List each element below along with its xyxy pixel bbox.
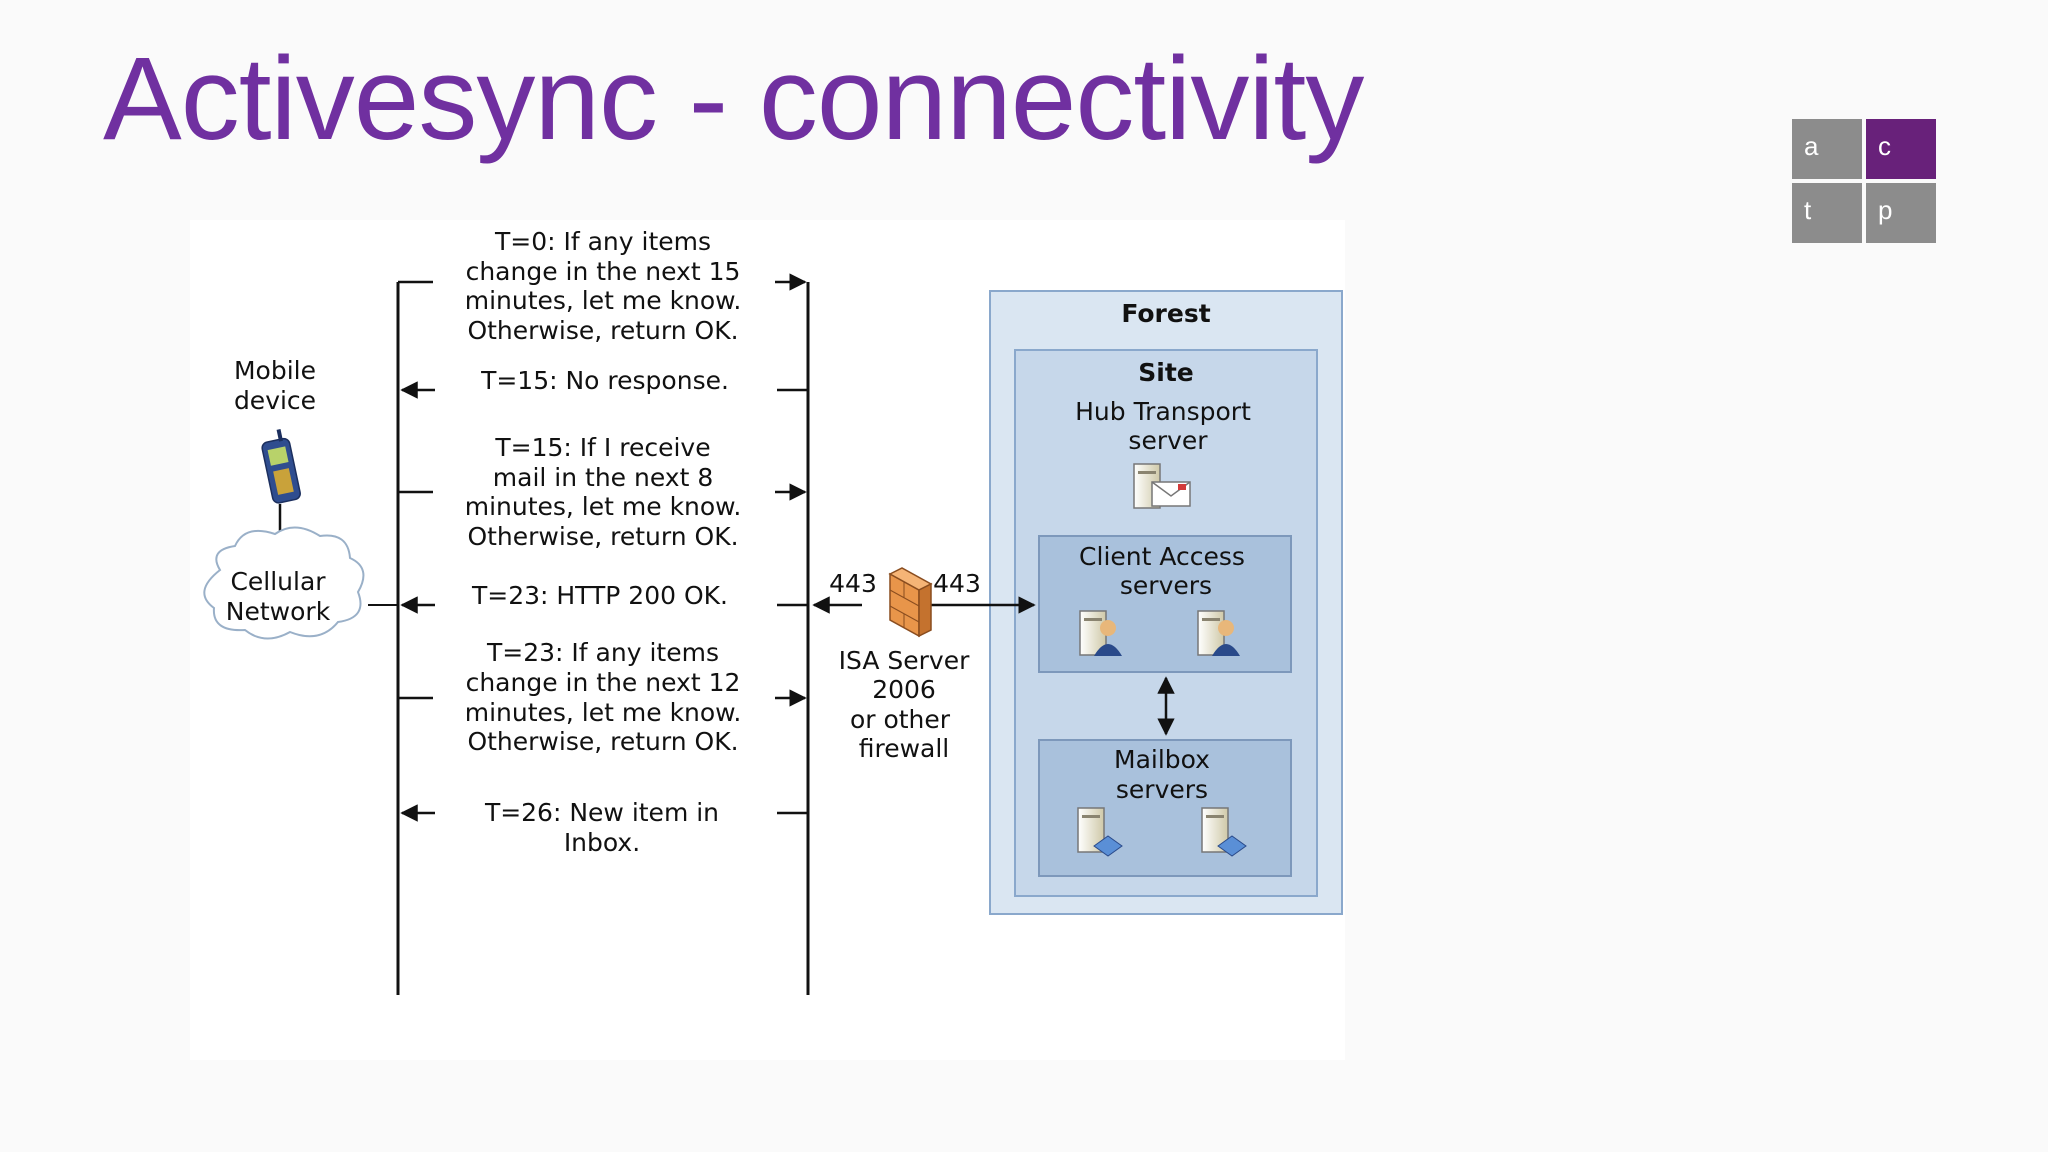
logo-tile-a: a (1792, 119, 1862, 179)
cellular-label-line1: Cellular (230, 567, 326, 596)
message-3-line1: T=15: If I receive (494, 433, 710, 462)
logo-tile-p: p (1866, 183, 1936, 243)
message-1-line3: minutes, let me know. (465, 286, 742, 315)
message-1-line2: change in the next 15 (466, 257, 741, 286)
diagram-canvas: Forest Site Hub Transport server Client … (203, 227, 1343, 995)
cellular-label-line2: Network (226, 597, 331, 626)
port-left-label: 443 (829, 569, 877, 598)
hub-server-icon (1133, 463, 1191, 509)
mailbox-label-line1: Mailbox (1114, 745, 1210, 774)
message-1-line4: Otherwise, return OK. (467, 316, 738, 345)
activesync-diagram: Forest Site Hub Transport server Client … (190, 220, 1345, 1060)
firewall-label-line4: firewall (859, 734, 950, 763)
message-3-line3: minutes, let me know. (465, 492, 742, 521)
cas-label-line1: Client Access (1079, 542, 1245, 571)
message-4-line1: T=23: HTTP 200 OK. (471, 581, 728, 610)
message-6-line2: Inbox. (564, 828, 640, 857)
logo-tile-t: t (1792, 183, 1862, 243)
mailbox-label-line2: servers (1116, 775, 1208, 804)
mailbox-server-icon (1077, 807, 1123, 857)
actp-logo: a c t p (1792, 119, 1936, 243)
hub-label-line1: Hub Transport (1075, 397, 1251, 426)
message-5-line3: minutes, let me know. (465, 698, 742, 727)
port-right-label: 443 (933, 569, 981, 598)
mailbox-server-icon (1201, 807, 1247, 857)
logo-tile-c: c (1866, 119, 1936, 179)
message-6-line1: T=26: New item in (484, 798, 719, 827)
message-1-line1: T=0: If any items (494, 227, 711, 256)
message-5-line4: Otherwise, return OK. (467, 727, 738, 756)
hub-label-line2: server (1128, 426, 1208, 455)
message-3-line4: Otherwise, return OK. (467, 522, 738, 551)
cas-server-icon (1197, 610, 1240, 656)
forest-label: Forest (1121, 299, 1210, 328)
site-label: Site (1138, 358, 1193, 387)
mobile-phone-icon (261, 429, 301, 504)
cas-label-line2: servers (1120, 571, 1212, 600)
firewall-label-line3: or other (850, 705, 951, 734)
message-3-line2: mail in the next 8 (493, 463, 713, 492)
cellular-cloud-icon (203, 526, 365, 640)
firewall-label-line2: 2006 (872, 675, 936, 704)
message-5-line1: T=23: If any items (486, 638, 719, 667)
slide-title: Activesync - connectivity (103, 33, 1364, 165)
mobile-label-line2: device (234, 386, 316, 415)
message-2-line1: T=15: No response. (480, 366, 729, 395)
mobile-label-line1: Mobile (234, 356, 316, 385)
firewall-label-line1: ISA Server (839, 646, 970, 675)
message-5-line2: change in the next 12 (466, 668, 741, 697)
cas-server-icon (1079, 610, 1122, 656)
firewall-icon (888, 567, 933, 638)
